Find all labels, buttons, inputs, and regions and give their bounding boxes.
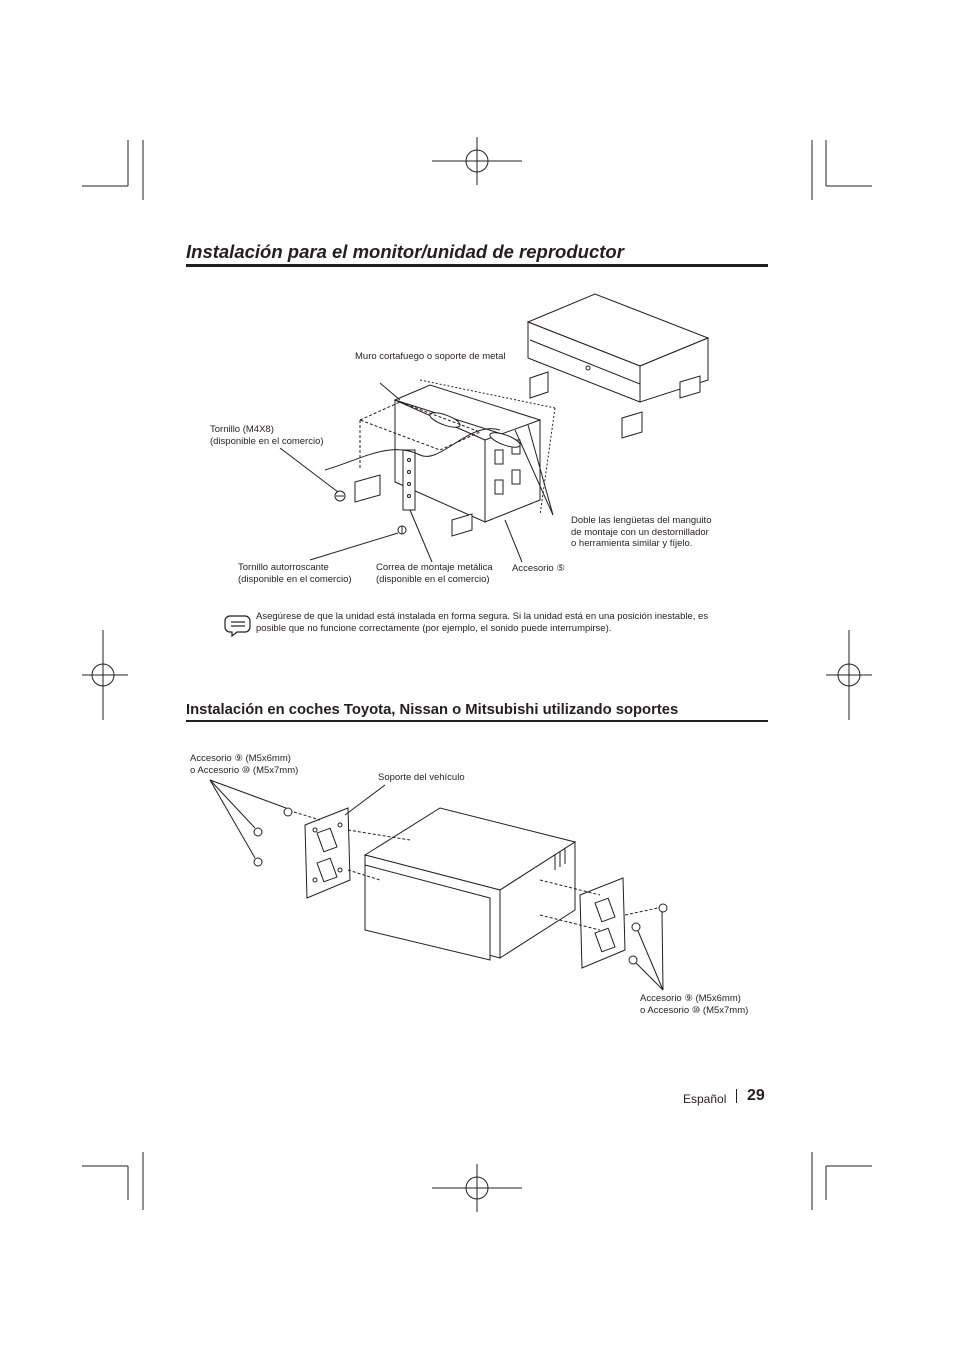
note-text: Asegúrese de que la unidad está instalad… <box>256 611 709 634</box>
label-accessory-screws-right: Accesorio ⑨ (M5x6mm) o Accesorio ⑩ (M5x7… <box>640 993 749 1016</box>
registration-mark-icon <box>432 137 522 185</box>
label-metal-strap: Correa de montaje metálica (disponible e… <box>376 562 493 585</box>
screw-icon <box>283 807 293 817</box>
section2-title: Instalación en coches Toyota, Nissan o M… <box>186 702 679 718</box>
registration-mark-icon <box>432 1164 522 1212</box>
section1-title: Instalación para el monitor/unidad de re… <box>186 241 624 262</box>
crop-mark-icon <box>811 140 872 200</box>
screw-icon <box>628 955 638 965</box>
label-screw-m4x8: Tornillo (M4X8) (disponible en el comerc… <box>210 424 324 447</box>
registration-mark-icon <box>82 630 128 720</box>
section2-rule <box>186 720 768 722</box>
screw-icon <box>334 490 346 502</box>
screw-icon <box>253 827 263 837</box>
installation-illustration <box>279 293 710 563</box>
section1-rule <box>186 264 768 267</box>
screw-icon <box>397 525 407 535</box>
note-icon <box>224 615 251 638</box>
screw-icon <box>658 903 668 913</box>
screw-icon <box>631 922 641 932</box>
label-self-tapping-screw: Tornillo autorroscante (disponible en el… <box>238 562 352 585</box>
crop-mark-icon <box>82 140 144 200</box>
page-language: Español <box>683 1092 727 1106</box>
page-number: 29 <box>747 1087 765 1104</box>
crop-mark-icon <box>811 1152 872 1210</box>
label-bend-tabs: Doble las lengüetas del manguito de mont… <box>571 515 712 549</box>
screw-icon <box>253 857 263 867</box>
crop-mark-icon <box>82 1152 144 1210</box>
bracket-illustration <box>209 779 668 991</box>
label-accessory5: Accesorio ⑤ <box>512 563 565 574</box>
registration-mark-icon <box>826 630 872 720</box>
page-separator <box>736 1089 737 1103</box>
label-accessory-screws-left: Accesorio ⑨ (M5x6mm) o Accesorio ⑩ (M5x7… <box>190 753 299 776</box>
label-firewall: Muro cortafuego o soporte de metal <box>355 351 506 362</box>
label-vehicle-bracket: Soporte del vehículo <box>378 772 465 783</box>
